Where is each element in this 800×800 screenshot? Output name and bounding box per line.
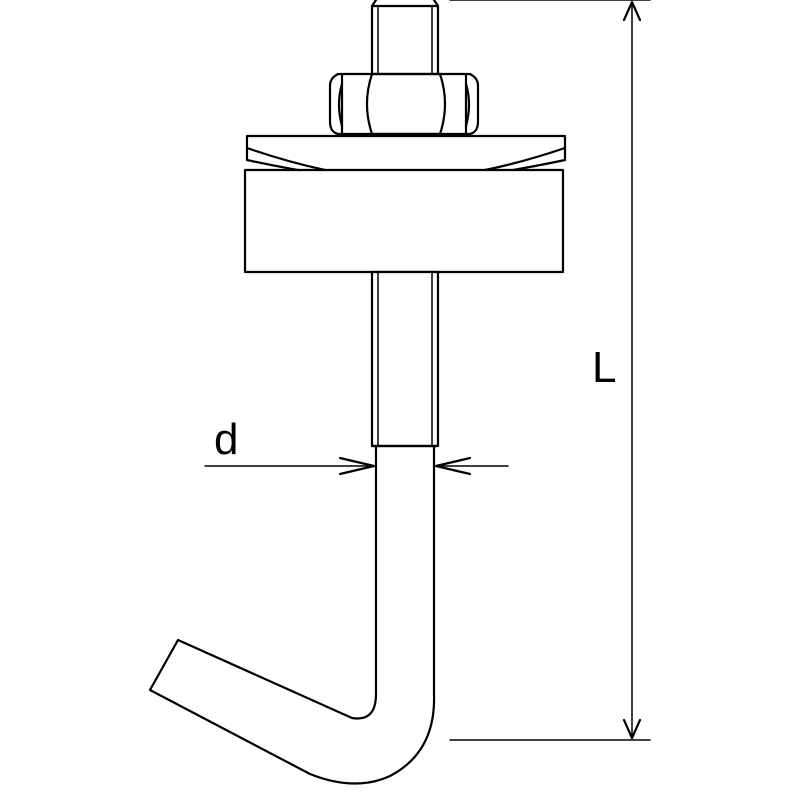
dimension-length: L <box>449 0 651 741</box>
shank-thread <box>370 270 440 448</box>
hook-shank <box>148 444 436 785</box>
hex-nut <box>328 72 480 136</box>
dimension-diameter: d <box>204 415 509 476</box>
length-label: L <box>592 343 616 392</box>
anchor-block <box>243 168 565 274</box>
diameter-label: d <box>214 415 238 464</box>
stud-top-thread <box>370 0 440 88</box>
